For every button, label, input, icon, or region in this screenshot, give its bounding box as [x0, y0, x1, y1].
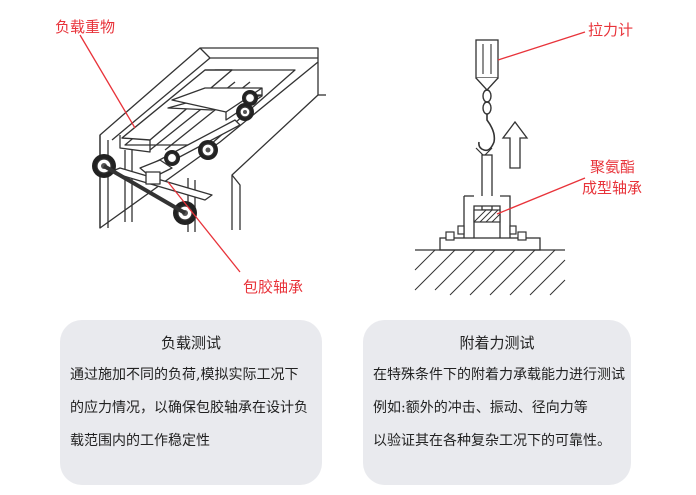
ground-hatch — [414, 249, 566, 296]
bearing-wheel-back — [236, 103, 254, 121]
load-test-title: 负载测试 — [160, 334, 221, 352]
label-load: 负载重物 — [55, 18, 115, 36]
load-test-line-1: 通过施加不同的负荷,模拟实际工况下 — [70, 367, 299, 383]
force-gauge — [475, 39, 499, 79]
conveyor-drawing — [99, 47, 326, 232]
load-test-line-2: 的应力情况，以确保包胶轴承在设计负 — [70, 400, 308, 416]
leader-line-gauge — [497, 31, 586, 61]
axle-rod — [102, 164, 187, 215]
adhesion-test-line-1: 在特殊条件下的附着力承载能力进行测试 — [373, 367, 625, 383]
adhesion-test-card: 附着力测试 在特殊条件下的附着力承载能力进行测试 例如:额外的冲击、振动、径向力… — [363, 320, 631, 485]
hook — [478, 114, 496, 152]
adhesion-test-line-3: 以验证其在各种复杂工况下的可靠性。 — [373, 433, 611, 449]
pu-bearing-insert — [473, 209, 501, 223]
label-pu-bearing-line1: 聚氨酯 — [590, 158, 635, 176]
bearing-wheel-inner — [164, 150, 180, 166]
adhesion-test-title: 附着力测试 — [459, 334, 535, 352]
label-force-gauge: 拉力计 — [588, 21, 633, 39]
leader-line-pu — [496, 177, 586, 215]
label-pu-bearing-line2: 成型轴承 — [582, 179, 642, 197]
load-test-line-3: 载范围内的工作稳定性 — [70, 433, 210, 449]
adhesion-test-line-2: 例如:额外的冲击、振动、径向力等 — [373, 400, 588, 416]
leader-line-bearing — [167, 181, 241, 273]
label-bearing: 包胶轴承 — [243, 278, 303, 296]
pull-test-drawing — [414, 39, 566, 296]
load-test-card: 负载测试 通过施加不同的负荷,模拟实际工况下 的应力情况，以确保包胶轴承在设计负… — [60, 320, 322, 485]
up-arrow-icon — [501, 120, 529, 169]
leader-line-load — [79, 34, 136, 129]
bearing-wheel-right — [242, 90, 258, 106]
bearing-wheel-mid — [198, 140, 218, 160]
